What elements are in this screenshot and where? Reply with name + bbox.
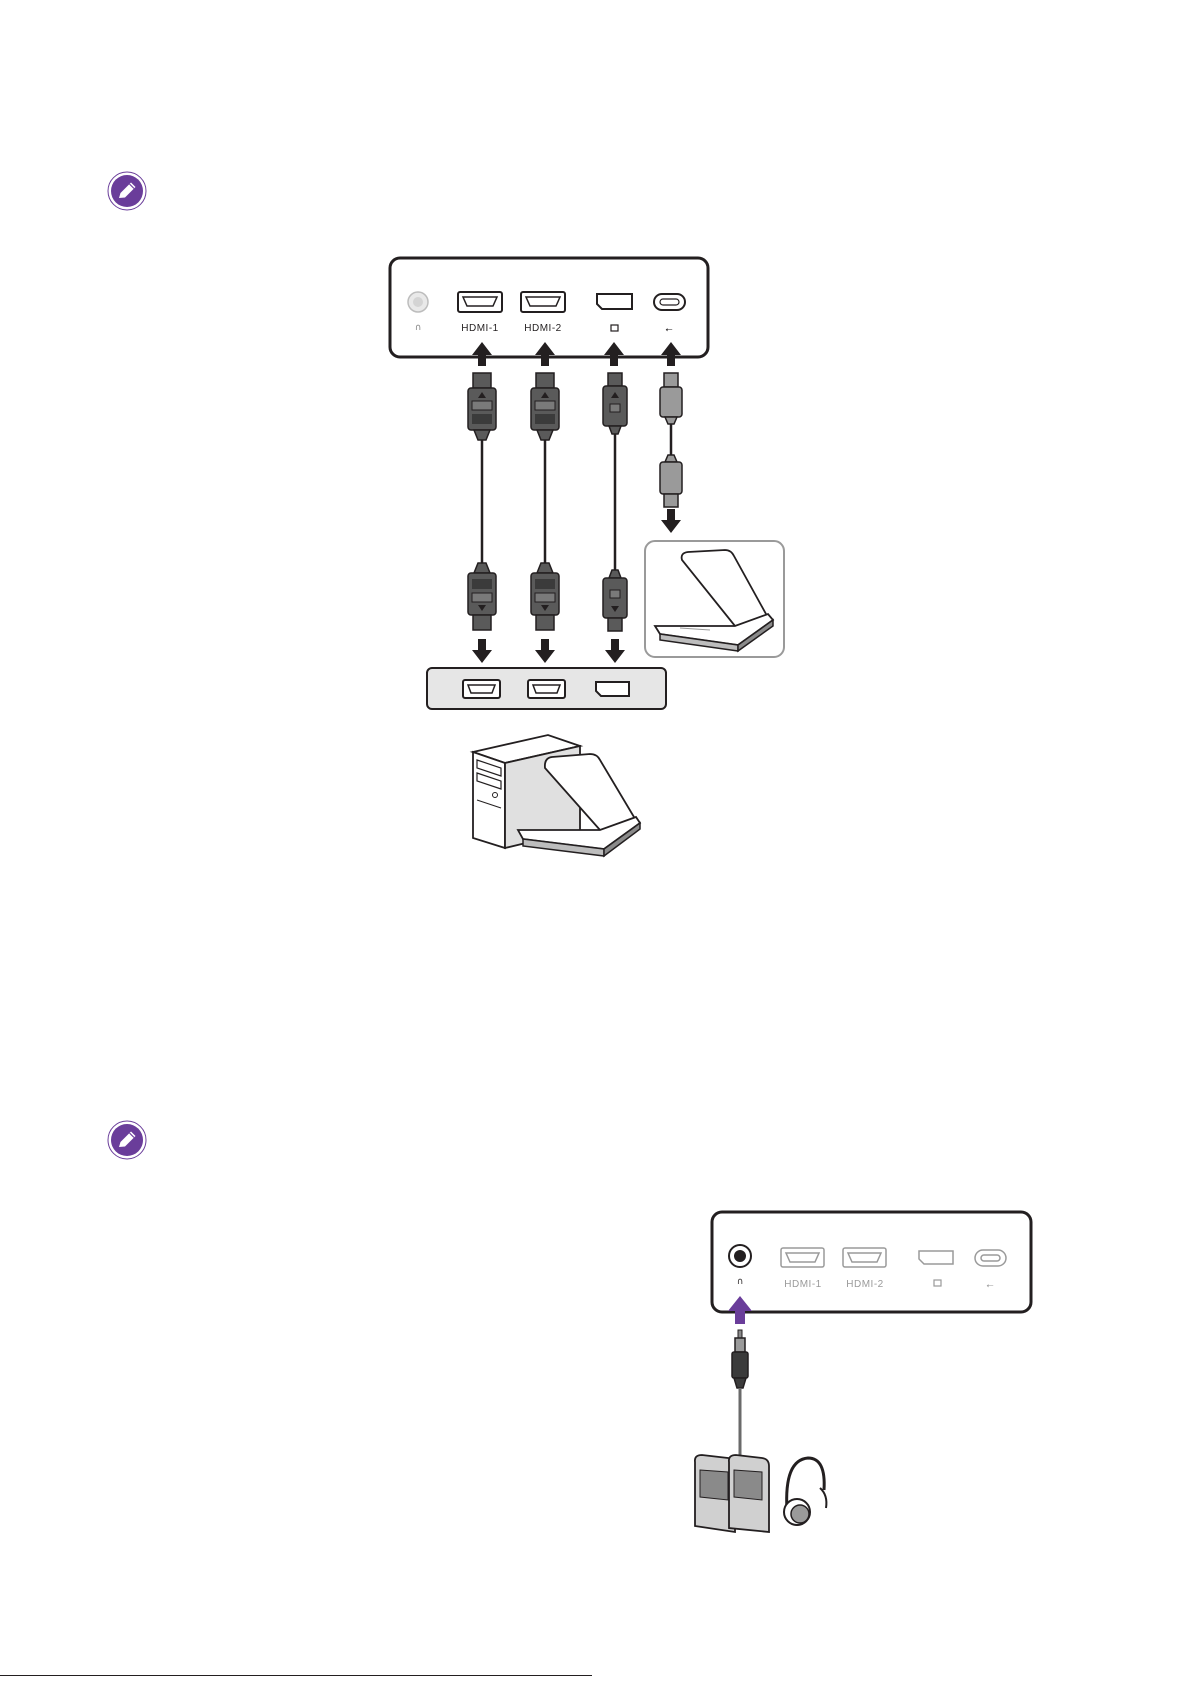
headphones-icon <box>784 1458 826 1525</box>
audio-cable <box>732 1330 748 1462</box>
hdmi-1-port-inactive <box>781 1248 824 1267</box>
computer-displayport-port <box>596 682 629 696</box>
hdmi-2-label-2: HDMI-2 <box>846 1279 883 1290</box>
usb-c-cable <box>660 373 682 507</box>
hdmi-1-label-2: HDMI-1 <box>784 1279 821 1290</box>
hdmi-1-port <box>458 292 502 312</box>
hdmi-cable-1 <box>468 373 496 630</box>
headphone-icon: ∩ <box>737 1277 744 1287</box>
hdmi-1-label: HDMI-1 <box>461 323 498 334</box>
hdmi-2-port <box>521 292 565 312</box>
hdmi-2-port-inactive <box>843 1248 886 1267</box>
desktop-and-laptop-icon <box>473 735 640 856</box>
audio-connection-diagram: ∩ HDMI-1 HDMI-2 ⭠ <box>695 1212 1031 1532</box>
displayport-cable <box>603 373 627 631</box>
displayport-port-inactive <box>919 1251 953 1264</box>
speakers-icon <box>695 1455 769 1532</box>
headphone-icon: ∩ <box>415 323 422 333</box>
usb-icon: ⭠ <box>986 1281 993 1291</box>
hdmi-2-label: HDMI-2 <box>524 323 561 334</box>
down-arrow <box>661 509 681 533</box>
hdmi-cable-2 <box>531 373 559 630</box>
footer-rule <box>0 1675 592 1676</box>
usb-c-port-inactive <box>975 1250 1006 1266</box>
down-arrows <box>472 639 625 663</box>
computer-hdmi-port-1 <box>463 680 500 698</box>
usb-icon: ⭠ <box>665 325 672 335</box>
video-connection-diagram: ∩ HDMI-1 HDMI-2 ⭠ <box>390 258 784 856</box>
computer-hdmi-port-2 <box>528 680 565 698</box>
